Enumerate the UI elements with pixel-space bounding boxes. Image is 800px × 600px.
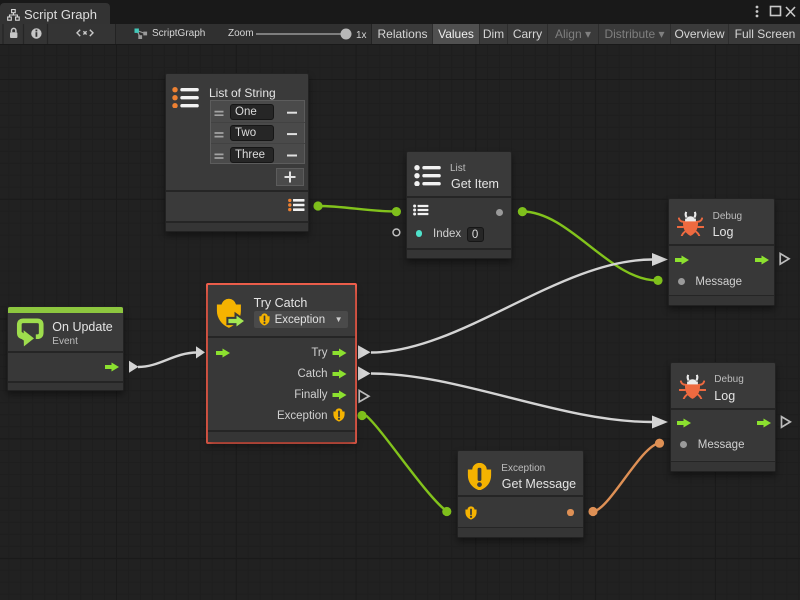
svg-text:1x: 1x (356, 30, 367, 41)
